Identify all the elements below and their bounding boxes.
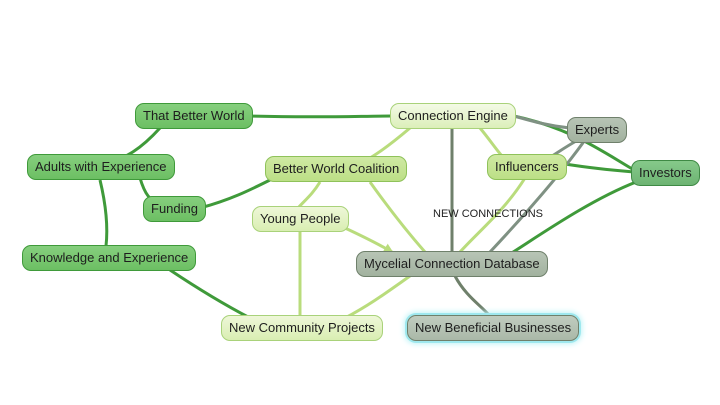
link-database-projects — [344, 274, 411, 320]
link-engine-experts — [513, 114, 571, 130]
node-young-people[interactable]: Young People — [252, 206, 349, 232]
node-adults-with-experience[interactable]: Adults with Experience — [27, 154, 175, 180]
node-influencers[interactable]: Influencers — [487, 154, 567, 180]
link-influencers-database — [458, 177, 527, 254]
link-adults-knowledge — [98, 179, 109, 247]
link-young-database — [344, 226, 394, 254]
edge-label-new-connections: NEW CONNECTIONS — [433, 208, 543, 220]
link-funding-coalition — [199, 178, 271, 210]
link-investors-database — [509, 180, 637, 256]
link-coalition-database — [368, 181, 427, 253]
node-better-world-coalition[interactable]: Better World Coalition — [265, 156, 408, 182]
link-engine-coalition — [369, 126, 411, 160]
node-investors[interactable]: Investors — [631, 160, 700, 186]
node-connection-engine[interactable]: Connection Engine — [390, 103, 516, 129]
link-database-businesses — [453, 275, 490, 316]
node-that-better-world[interactable]: That Better World — [135, 103, 253, 129]
link-engine-influencers — [478, 127, 504, 157]
node-new-beneficial-businesses[interactable]: New Beneficial Businesses — [407, 315, 580, 341]
node-experts[interactable]: Experts — [567, 117, 628, 143]
link-influencers-investors — [564, 162, 635, 174]
link-knowledge-projects — [169, 268, 251, 320]
link-coalition-young — [296, 181, 322, 209]
node-new-community-projects[interactable]: New Community Projects — [221, 315, 383, 341]
link-tbw-engine — [249, 114, 393, 119]
node-funding[interactable]: Funding — [143, 196, 206, 222]
node-knowledge-and-experience[interactable]: Knowledge and Experience — [22, 245, 197, 271]
link-experts-database — [488, 139, 587, 254]
node-mycelial-connection-database[interactable]: Mycelial Connection Database — [356, 251, 548, 277]
